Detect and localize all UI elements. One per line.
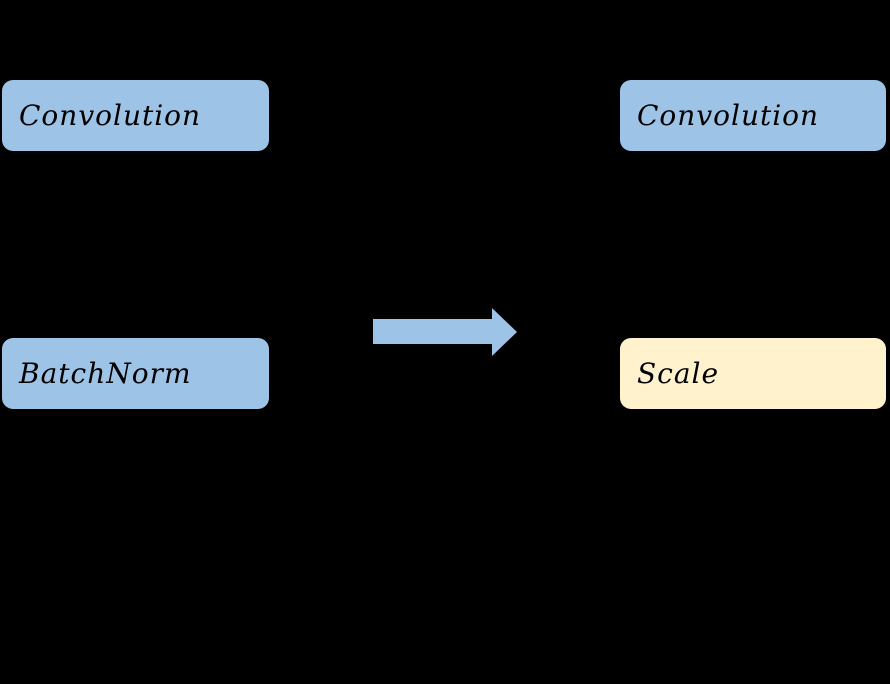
node-scale-label: Scale [637,357,720,390]
node-convolution-before-label: Convolution [19,99,202,132]
node-convolution-after: Convolution [620,80,886,151]
node-convolution-after-label: Convolution [637,99,820,132]
node-convolution-before: Convolution [2,80,269,151]
node-batchnorm-label: BatchNorm [19,357,192,390]
node-batchnorm: BatchNorm [2,338,269,409]
node-scale: Scale [620,338,886,409]
right-arrow-icon [373,308,517,356]
